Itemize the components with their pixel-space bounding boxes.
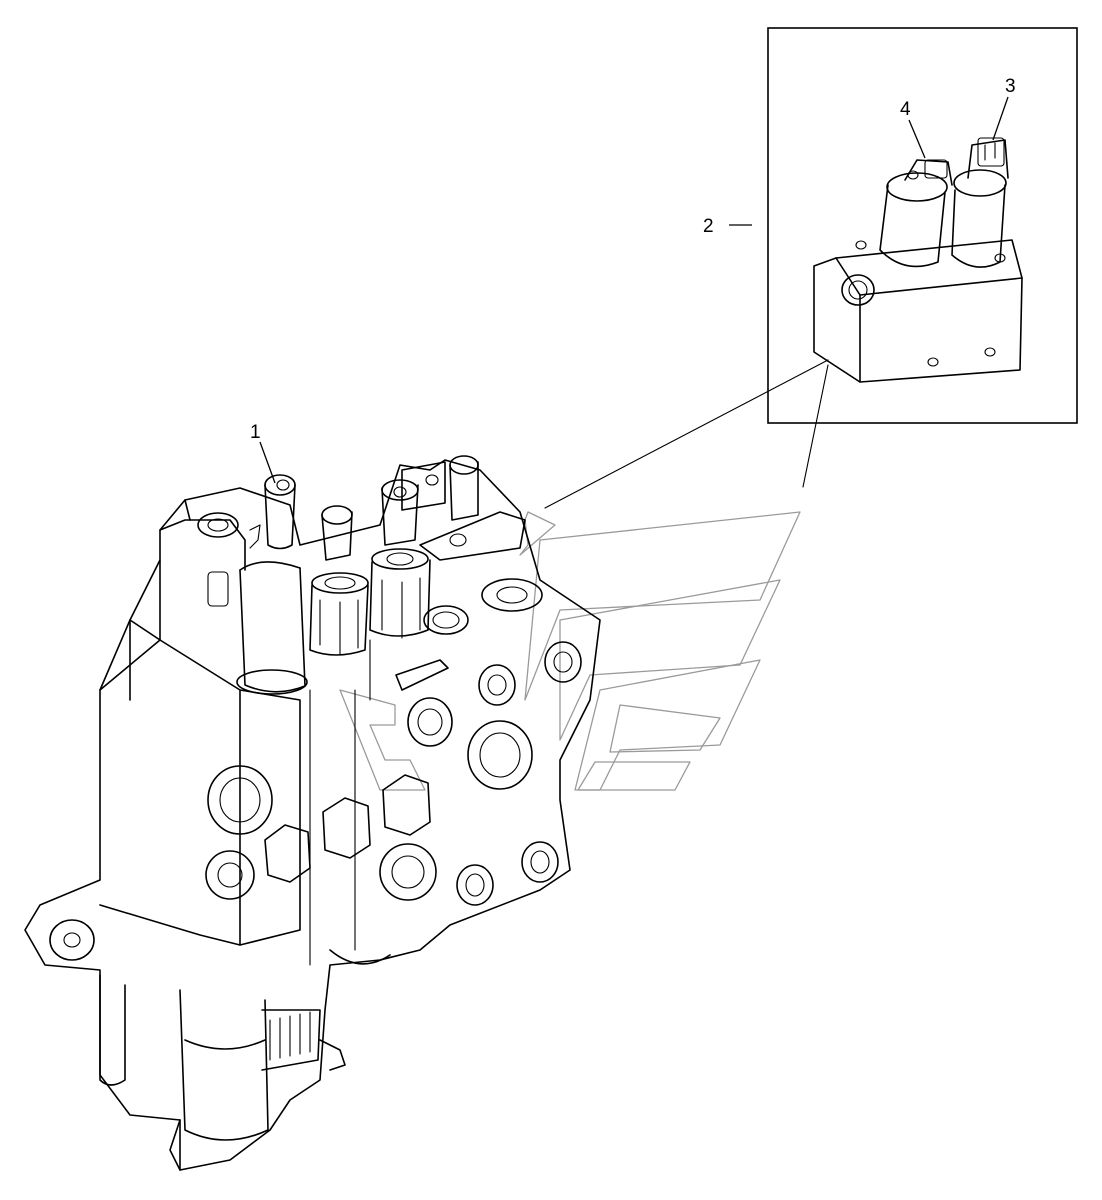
watermark-logo	[339, 511, 801, 791]
callout-labels: 1 2 3 4	[250, 76, 1016, 443]
callout-4: 4	[900, 99, 911, 120]
callout-1: 1	[250, 422, 261, 443]
control-valve-assembly	[24, 455, 601, 1171]
projection-lines	[544, 359, 829, 509]
callout-2: 2	[703, 216, 714, 237]
callout-leaders	[259, 96, 1009, 484]
callout-3: 3	[1005, 76, 1016, 97]
detail-box	[767, 27, 1078, 424]
solenoid-valve-assembly	[813, 137, 1023, 383]
